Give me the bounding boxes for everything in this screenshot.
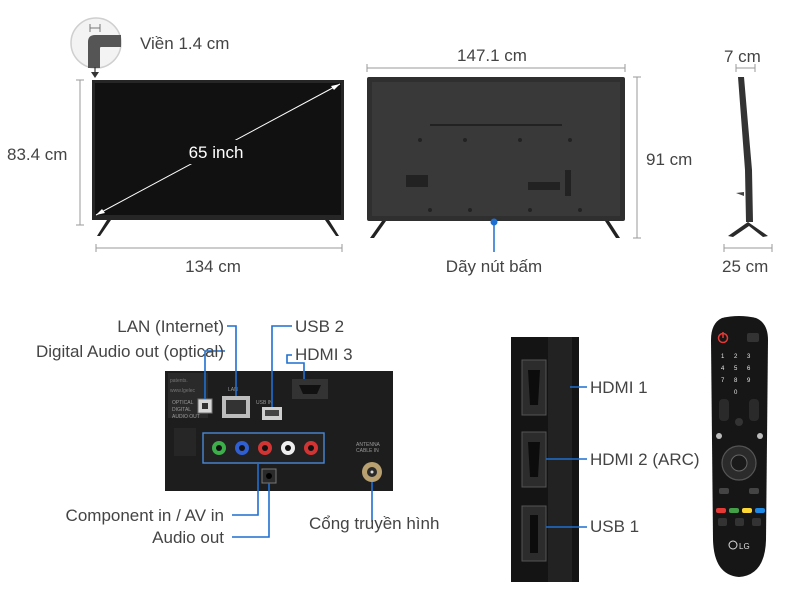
settings-icon (757, 433, 763, 439)
svg-text:DIGITAL: DIGITAL (172, 407, 191, 413)
back-height-label: 91 cm (646, 150, 692, 169)
svg-text:1: 1 (721, 354, 725, 360)
back-view: 147.1 cm Dãy nút bấm 91 cm (366, 46, 692, 276)
lan-label: LAN (Internet) (117, 317, 224, 336)
home-icon (716, 433, 722, 439)
rear-port-panel: patents. www.lgelec OPTICAL DIGITAL AUDI… (36, 317, 439, 547)
svg-text:5: 5 (734, 366, 738, 372)
back-left-leg (370, 221, 386, 238)
svg-text:8: 8 (734, 378, 738, 384)
front-height-label: 83.4 cm (7, 145, 67, 164)
front-view: Viền 1.4 cm 65 inch 83.4 cm 134 cm (7, 17, 344, 276)
svg-text:ANTENNA: ANTENNA (356, 442, 381, 448)
number-keys: 1 2 3 4 5 6 7 8 9 0 (721, 354, 751, 396)
svg-text:USB IN: USB IN (256, 400, 273, 406)
svg-text:9: 9 (747, 378, 751, 384)
remote-logo: LG (739, 542, 750, 551)
magic-remote: 1 2 3 4 5 6 7 8 9 0 LG (711, 316, 768, 577)
bezel-label: Viền 1.4 cm (140, 34, 229, 53)
front-right-leg (325, 220, 339, 236)
button-strip-label: Dãy nút bấm (446, 257, 542, 276)
side-stand (728, 222, 768, 237)
svg-text:patents.: patents. (170, 378, 188, 384)
audio-out-label: Audio out (152, 528, 224, 547)
front-width-label: 134 cm (185, 257, 241, 276)
svg-text:6: 6 (747, 366, 751, 372)
antenna-label: Cổng truyền hình (309, 514, 439, 533)
svg-text:www.lgelec: www.lgelec (170, 388, 196, 394)
svg-text:3: 3 (747, 354, 751, 360)
side-thickness-label: 7 cm (724, 47, 761, 66)
digital-audio-label: Digital Audio out (optical) (36, 342, 224, 361)
diagonal-label: 65 inch (189, 143, 244, 162)
front-left-leg (97, 220, 111, 236)
back-right-leg (605, 221, 620, 238)
hdmi2-label: HDMI 2 (ARC) (590, 450, 700, 469)
side-view: 7 cm 25 cm (722, 47, 773, 276)
svg-text:CABLE IN: CABLE IN (356, 448, 379, 454)
svg-text:OPTICAL: OPTICAL (172, 400, 194, 406)
side-port-panel: HDMI 1 HDMI 2 (ARC) USB 1 (511, 337, 700, 582)
rca-jacks (212, 441, 318, 455)
color-keys (716, 508, 765, 513)
component-av-label: Component in / AV in (66, 506, 224, 525)
hdmi1-label: HDMI 1 (590, 378, 648, 397)
svg-text:7: 7 (721, 378, 725, 384)
svg-text:AUDIO OUT: AUDIO OUT (172, 414, 200, 420)
svg-text:0: 0 (734, 390, 738, 396)
usb1-label: USB 1 (590, 517, 639, 536)
usb2-label: USB 2 (295, 317, 344, 336)
svg-text:4: 4 (721, 366, 725, 372)
back-width-label: 147.1 cm (457, 46, 527, 65)
hdmi3-label: HDMI 3 (295, 345, 353, 364)
tv-side-profile (738, 77, 753, 222)
bezel-magnifier (70, 17, 122, 78)
svg-text:LAN: LAN (228, 387, 238, 393)
svg-text:2: 2 (734, 354, 738, 360)
side-depth-label: 25 cm (722, 257, 768, 276)
